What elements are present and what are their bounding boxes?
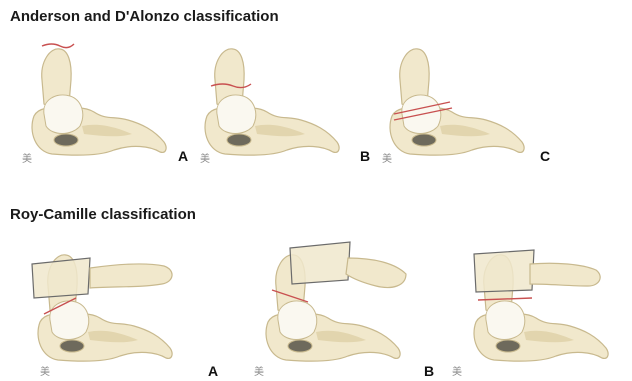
- c2-vertebra-b: [205, 49, 339, 155]
- panel-letter-anderson-b: B: [360, 148, 370, 164]
- watermark-logo: 美: [22, 150, 32, 165]
- roycamille-panel-c: [474, 250, 608, 361]
- roycamille-panel-a: [32, 255, 172, 361]
- c2-vertebra-c: [390, 49, 524, 155]
- panel-letter-roycamille-a: A: [208, 363, 218, 379]
- watermark-logo: 美: [452, 363, 462, 378]
- roycamille-panel-b: [266, 242, 406, 361]
- atlas-ring-b: [290, 242, 350, 284]
- atlas-ring-c: [474, 250, 534, 292]
- anderson-panel-b: [205, 49, 339, 155]
- watermark-logo: 美: [254, 363, 264, 378]
- anderson-panel-c: [390, 49, 524, 155]
- watermark-logo: 美: [382, 150, 392, 165]
- anderson-panel-a: [32, 44, 166, 155]
- watermark-logo: 美: [200, 150, 210, 165]
- panel-letter-anderson-c: C: [540, 148, 550, 164]
- atlas-ring-a: [32, 258, 90, 298]
- c2-vertebra-a: [32, 49, 166, 155]
- fracture-line-tip: [42, 44, 74, 48]
- panel-letter-anderson-a: A: [178, 148, 188, 164]
- panel-letter-roycamille-b: B: [424, 363, 434, 379]
- watermark-logo: 美: [40, 363, 50, 378]
